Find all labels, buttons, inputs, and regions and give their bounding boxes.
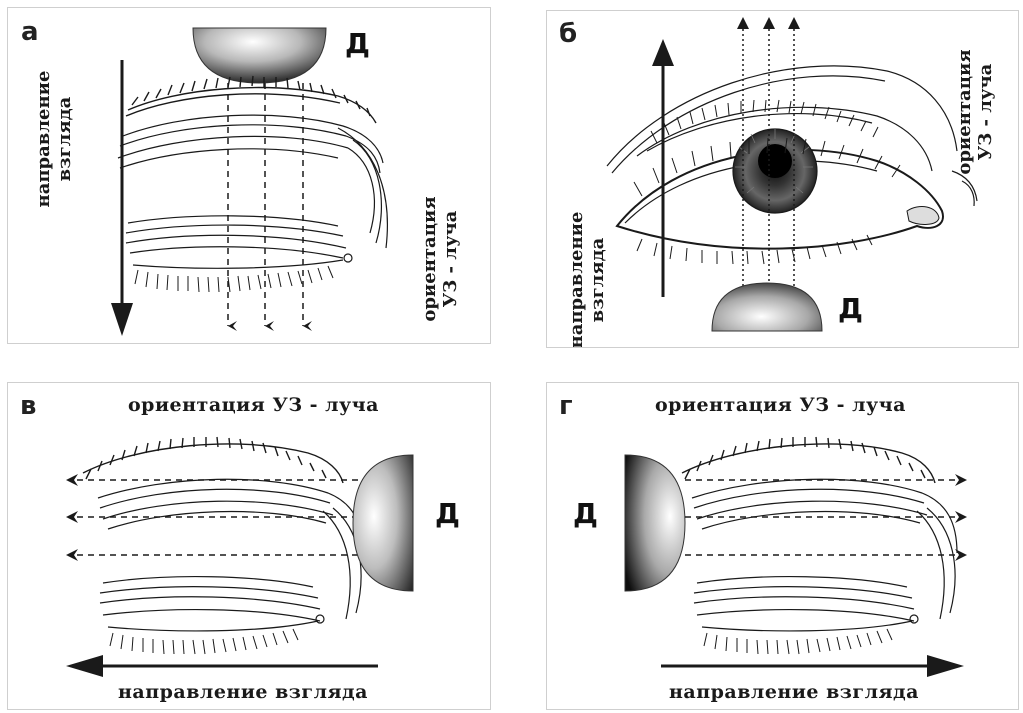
closed-eye-illustration (547, 383, 1018, 709)
sensor-label: Д (435, 500, 460, 528)
panel-letter: г (559, 393, 573, 419)
ultrasound-probe-icon (353, 455, 413, 591)
panel-letter: а (21, 19, 39, 45)
panel-c: в ориентация УЗ - луча Д направление взг… (7, 382, 491, 710)
gaze-direction-label: направление взгляда (669, 683, 919, 702)
panel-letter: б (559, 21, 577, 47)
beam-orientation-label: ориентация УЗ - луча (655, 396, 906, 415)
panel-d: г ориентация УЗ - луча Д направление взг… (546, 382, 1019, 710)
panel-letter: в (20, 393, 36, 419)
sensor-label: Д (345, 30, 370, 58)
closed-eye-illustration (8, 383, 490, 709)
sensor-label: Д (838, 295, 863, 323)
ultrasound-probe-icon (625, 455, 685, 591)
gaze-direction-label: направление взгляда (118, 683, 368, 702)
closed-eye-illustration (8, 8, 490, 343)
ultrasound-probe-icon (193, 28, 326, 83)
open-eye-illustration (547, 11, 1018, 347)
ultrasound-probe-icon (712, 283, 822, 331)
sensor-label: Д (573, 500, 598, 528)
beam-orientation-label: ориентация УЗ - луча (128, 396, 379, 415)
